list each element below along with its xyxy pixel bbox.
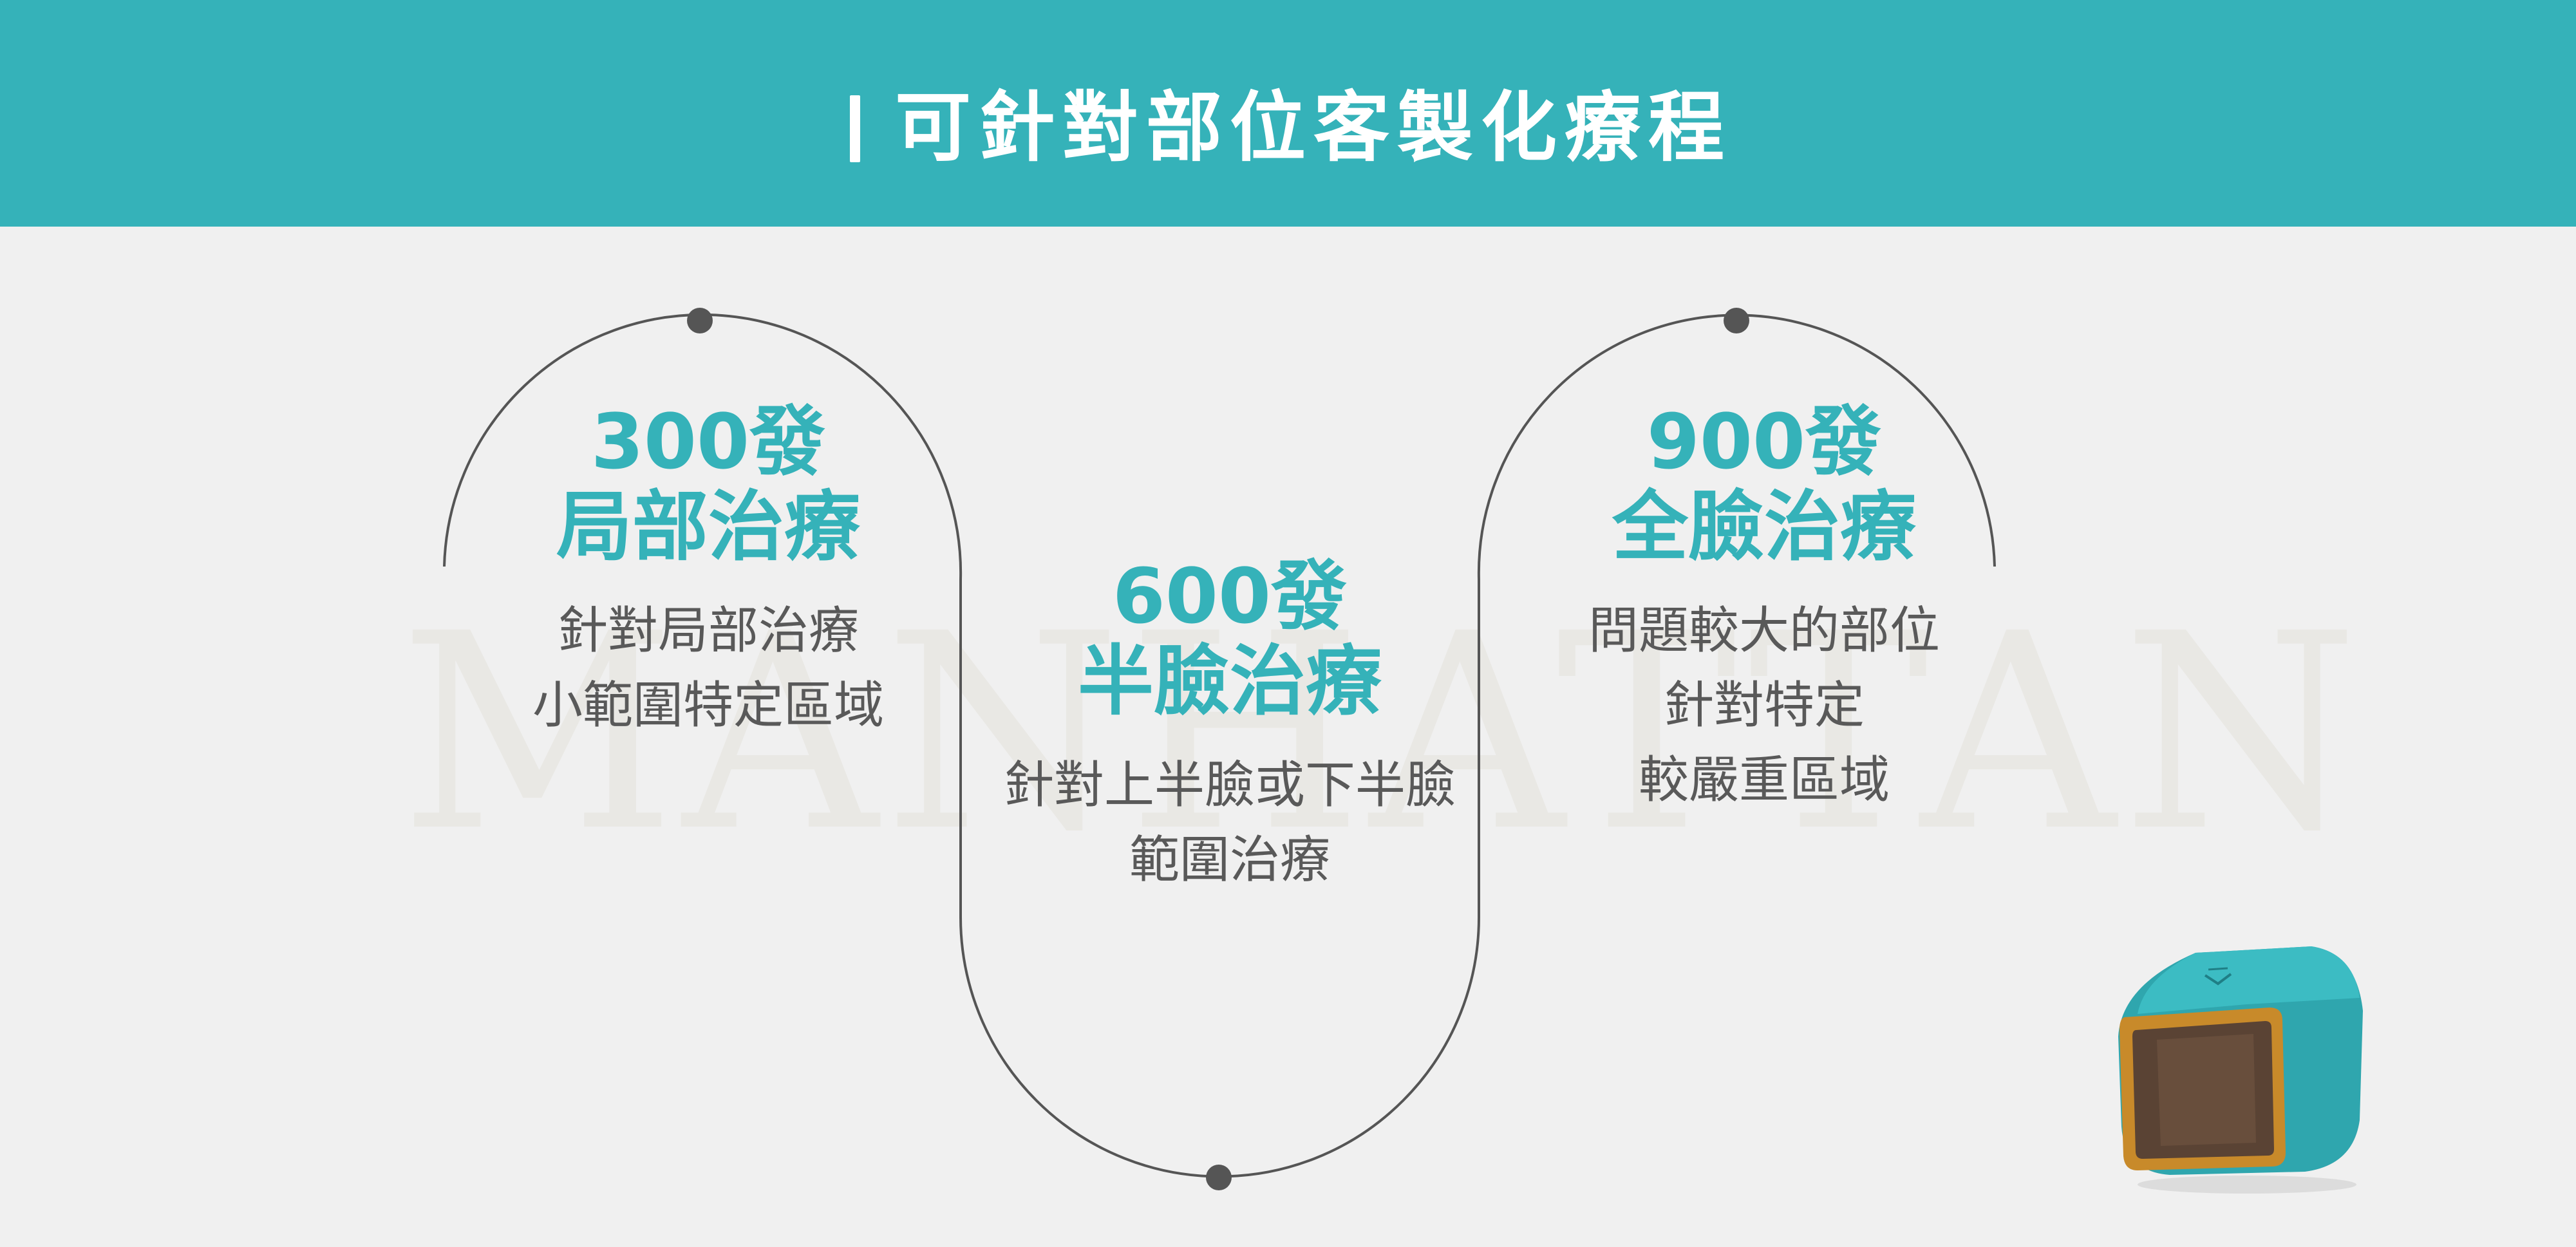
path-node-3 — [1724, 308, 1749, 333]
panel-count: 600發 — [1112, 552, 1348, 641]
panel-300-shots: 300發 局部治療 針對局部治療 小範圍特定區域 — [451, 399, 966, 743]
panel-label: 半臉治療 — [1077, 637, 1382, 726]
title-accent-bar — [850, 95, 860, 162]
panel-desc-line: 較嚴重區域 — [1638, 751, 1890, 809]
panel-count: 900發 — [1646, 397, 1882, 486]
path-node-1 — [687, 308, 713, 333]
panel-description: 針對上半臉或下半臉 範圍治療 — [972, 748, 1487, 897]
panel-900-shots: 900發 全臉治療 問題較大的部位 針對特定 較嚴重區域 — [1507, 399, 2022, 818]
panel-600-shots: 600發 半臉治療 針對上半臉或下半臉 範圍治療 — [972, 554, 1487, 897]
panel-desc-line: 範圍治療 — [1129, 831, 1330, 889]
brand-watermark: MANHATTAN — [399, 576, 2365, 891]
panel-desc-line: 針對上半臉或下半臉 — [1003, 756, 1456, 814]
panel-description: 問題較大的部位 針對特定 較嚴重區域 — [1507, 594, 2022, 818]
panel-desc-line: 小範圍特定區域 — [532, 677, 884, 735]
panel-label: 局部治療 — [556, 482, 860, 571]
panel-desc-line: 針對局部治療 — [557, 602, 859, 660]
page-header: 可針對部位客製化療程 — [0, 0, 2576, 227]
teal-cube-device-icon — [2118, 946, 2363, 1194]
panel-label: 全臉治療 — [1612, 482, 1916, 571]
page-title: 可針對部位客製化療程 — [895, 83, 1733, 172]
panel-desc-line: 問題較大的部位 — [1588, 602, 1940, 660]
panel-count: 300發 — [590, 397, 826, 486]
path-node-2 — [1206, 1165, 1232, 1190]
panel-description: 針對局部治療 小範圍特定區域 — [451, 594, 966, 743]
panel-desc-line: 針對特定 — [1663, 677, 1865, 735]
